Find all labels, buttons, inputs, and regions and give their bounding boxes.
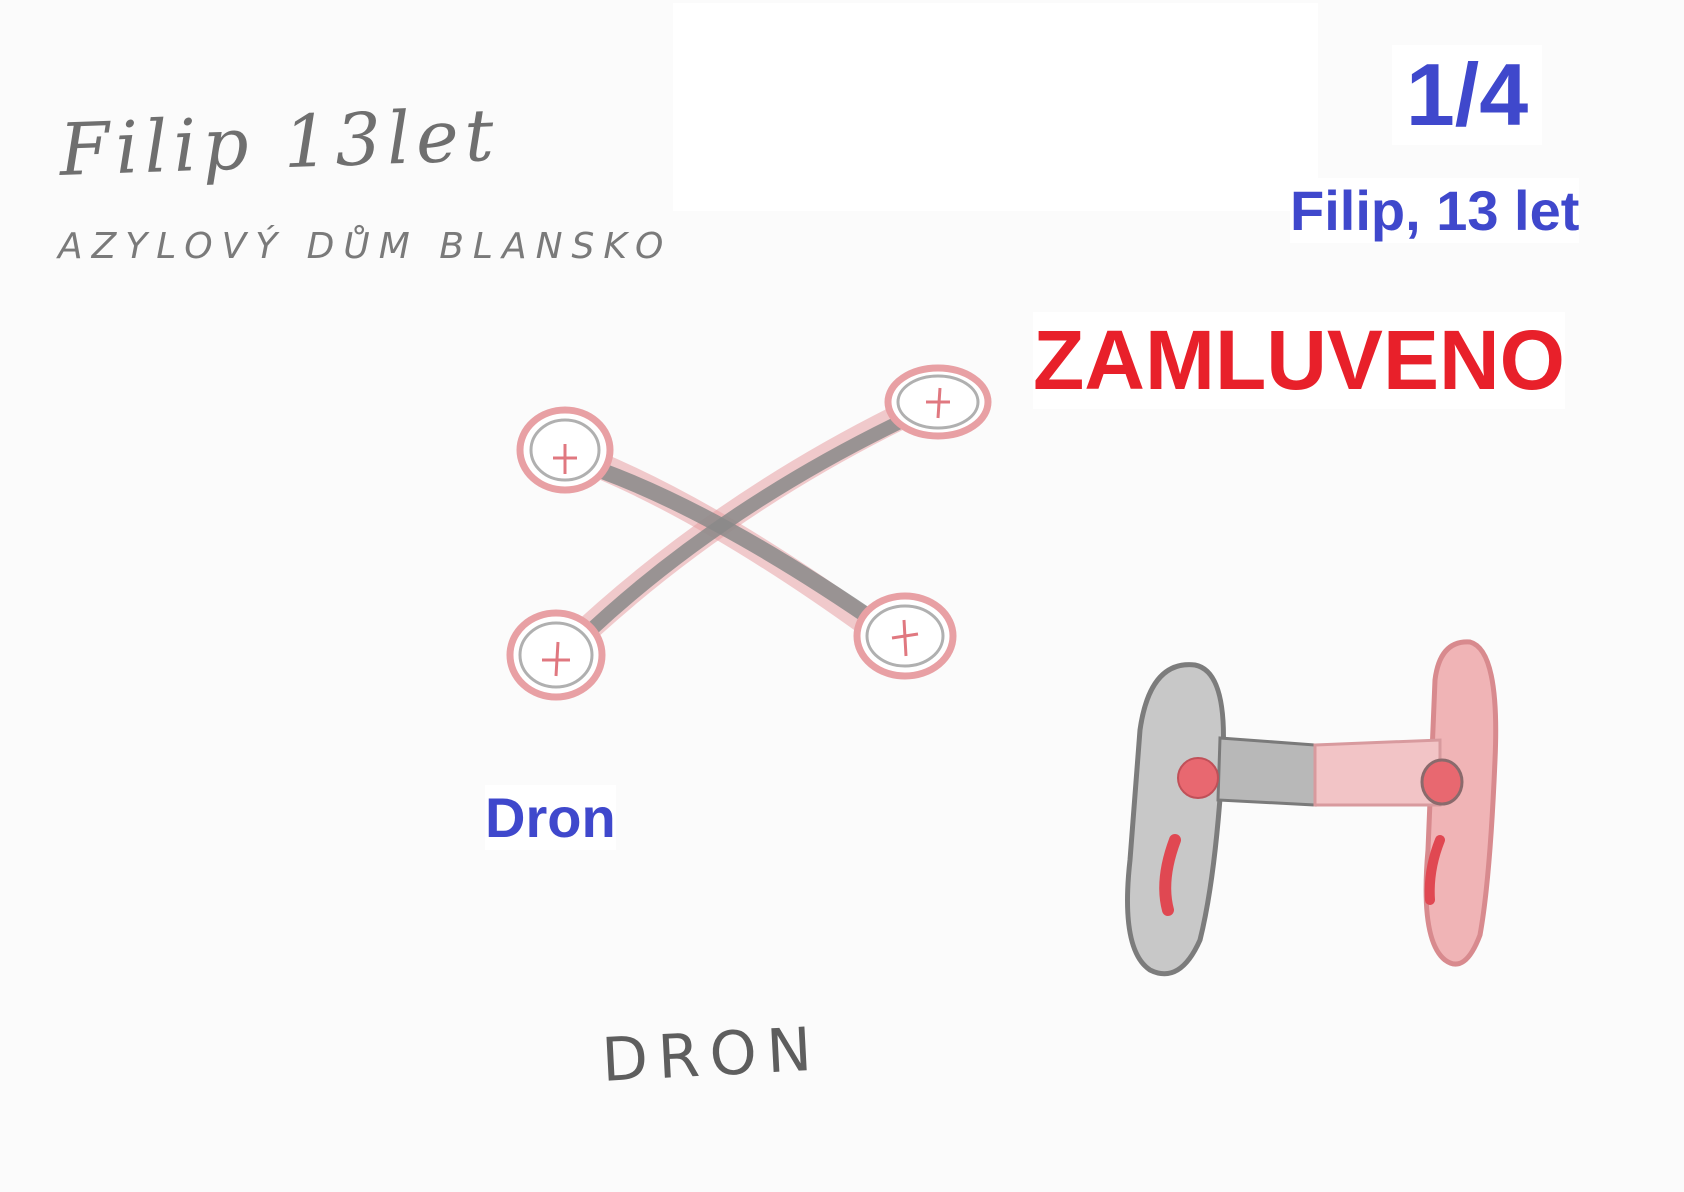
tie-fighter-sketch	[1125, 639, 1499, 977]
reserved-stamp: ZAMLUVENO	[1033, 312, 1565, 409]
rotor-bottom-left	[506, 609, 606, 701]
rotor-top-right	[884, 364, 992, 440]
blank-patch	[673, 3, 1318, 211]
quadcopter-sketch	[506, 364, 992, 701]
rotor-top-left	[516, 406, 614, 494]
drawing-counter: 1/4	[1392, 45, 1542, 145]
drawing-title: Dron	[485, 785, 616, 850]
author-caption: Filip, 13 let	[1290, 178, 1580, 243]
handwritten-caption: DRON	[600, 1014, 824, 1096]
handwritten-place: AZYLOVÝ DŮM BLANSKO	[58, 226, 673, 267]
rotor-bottom-right	[853, 592, 957, 680]
